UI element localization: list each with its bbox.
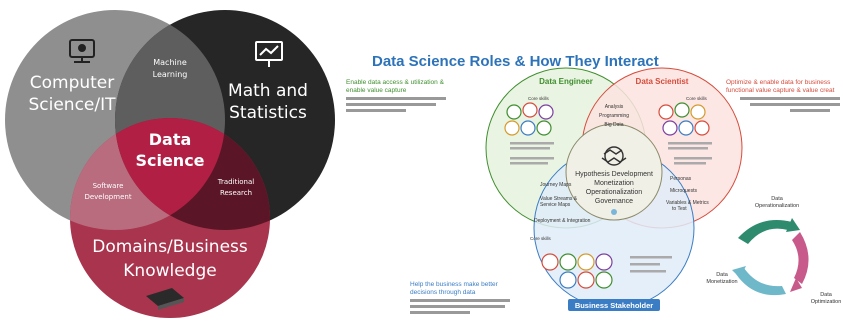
- right-goal-desc-2: [750, 103, 840, 106]
- cycle-3b: Optimization: [811, 299, 842, 305]
- bottom-goal-2: decisions through data: [410, 289, 476, 296]
- center-dot-icon: [611, 209, 617, 215]
- center-4: Governance: [595, 198, 633, 205]
- microquests: Microquests: [670, 188, 697, 194]
- center-1: Hypothesis Development: [575, 171, 653, 178]
- value-streams-2: Service Maps: [540, 202, 571, 208]
- engineer-skill-bubbles: [504, 102, 554, 136]
- variables-1: Variables & Metrics: [666, 200, 709, 206]
- cycle-arrows: [732, 218, 809, 296]
- roles-title: Data Science Roles & How They Interact: [372, 53, 659, 70]
- left-goal-2: enable value capture: [346, 87, 407, 94]
- deployment: Deployment & Integration: [534, 218, 591, 224]
- bottom-goal-desc: [410, 299, 510, 302]
- cs-label-1: Computer: [30, 73, 115, 93]
- computer-icon: [69, 39, 95, 63]
- sw-label-2: Development: [84, 193, 131, 201]
- math-label-1: Math and: [228, 81, 308, 101]
- right-goal-2: functional value capture & value creat: [726, 87, 835, 94]
- left-goal-desc-3: [346, 109, 406, 112]
- cycle-2b: Monetization: [706, 279, 737, 285]
- cycle-3: Data: [820, 292, 833, 298]
- programming-label: Programming: [599, 113, 629, 119]
- engineer-label: Data Engineer: [539, 77, 593, 86]
- cycle-1b: Operationalization: [755, 203, 799, 209]
- stakeholder-skill-bubbles: [541, 253, 613, 289]
- venn-diagram: Computer Science/IT Math and Statistics …: [5, 10, 335, 318]
- handshake-icon: [601, 146, 627, 166]
- tr-label-2: Research: [220, 189, 252, 197]
- right-goal-desc-3: [790, 109, 830, 112]
- journey-maps: Journey Maps: [540, 182, 572, 188]
- big-data-label: Big Data: [604, 122, 623, 128]
- ds-label-2: Science: [135, 151, 204, 170]
- stakeholder-core-skills: Core skills: [530, 236, 552, 241]
- right-goal-1: Optimize & enable data for business: [726, 79, 831, 86]
- bottom-goal-desc-3: [410, 311, 470, 314]
- ml-label-1: Machine: [153, 58, 187, 67]
- right-goal-desc: [740, 97, 840, 100]
- tr-label-1: Traditional: [217, 178, 255, 186]
- engineer-core-skills: Core skills: [528, 96, 550, 101]
- scientist-desc-lines: [668, 142, 712, 165]
- engineer-desc-lines: [510, 142, 554, 165]
- ml-label-2: Learning: [153, 70, 188, 79]
- center-circle: [565, 123, 663, 221]
- book-icon: [146, 288, 184, 310]
- domain-label-2: Knowledge: [123, 261, 216, 281]
- center-2: Monetization: [594, 180, 634, 187]
- personas: Personas: [670, 176, 692, 182]
- stakeholder-label: Business Stakeholder: [575, 301, 653, 310]
- center-3: Operationalization: [586, 189, 643, 196]
- scientist-label: Data Scientist: [636, 77, 689, 86]
- venn-panel: Computer Science/IT Math and Statistics …: [0, 0, 340, 320]
- sw-label-1: Software: [93, 182, 124, 190]
- variables-2: to Test: [672, 206, 687, 212]
- stakeholder-label-bg: [568, 299, 660, 311]
- chart-board-icon: [255, 41, 283, 67]
- cycle-2: Data: [716, 272, 729, 278]
- cycle-1: Data: [771, 196, 784, 202]
- scientist-skill-bubbles: [658, 102, 710, 136]
- left-goal-1: Enable data access & utilization &: [346, 79, 445, 86]
- stakeholder-desc-lines: [630, 256, 672, 273]
- math-label-2: Statistics: [229, 103, 307, 123]
- left-goal-desc-2: [346, 103, 436, 106]
- roles-panel: Data Science Roles & How They Interact D…: [340, 0, 843, 320]
- cs-label-2: Science/IT: [28, 95, 116, 115]
- value-streams-1: Value Streams &: [540, 196, 578, 202]
- bottom-goal-1: Help the business make better: [410, 281, 499, 288]
- bottom-goal-desc-2: [410, 305, 505, 308]
- roles-diagram: Data Science Roles & How They Interact D…: [346, 53, 842, 314]
- scientist-core-skills: Core skills: [686, 96, 708, 101]
- left-goal-desc: [346, 97, 446, 100]
- analysis-label: Analysis: [605, 104, 624, 110]
- ds-label-1: Data: [149, 130, 192, 149]
- domain-label-1: Domains/Business: [92, 237, 248, 257]
